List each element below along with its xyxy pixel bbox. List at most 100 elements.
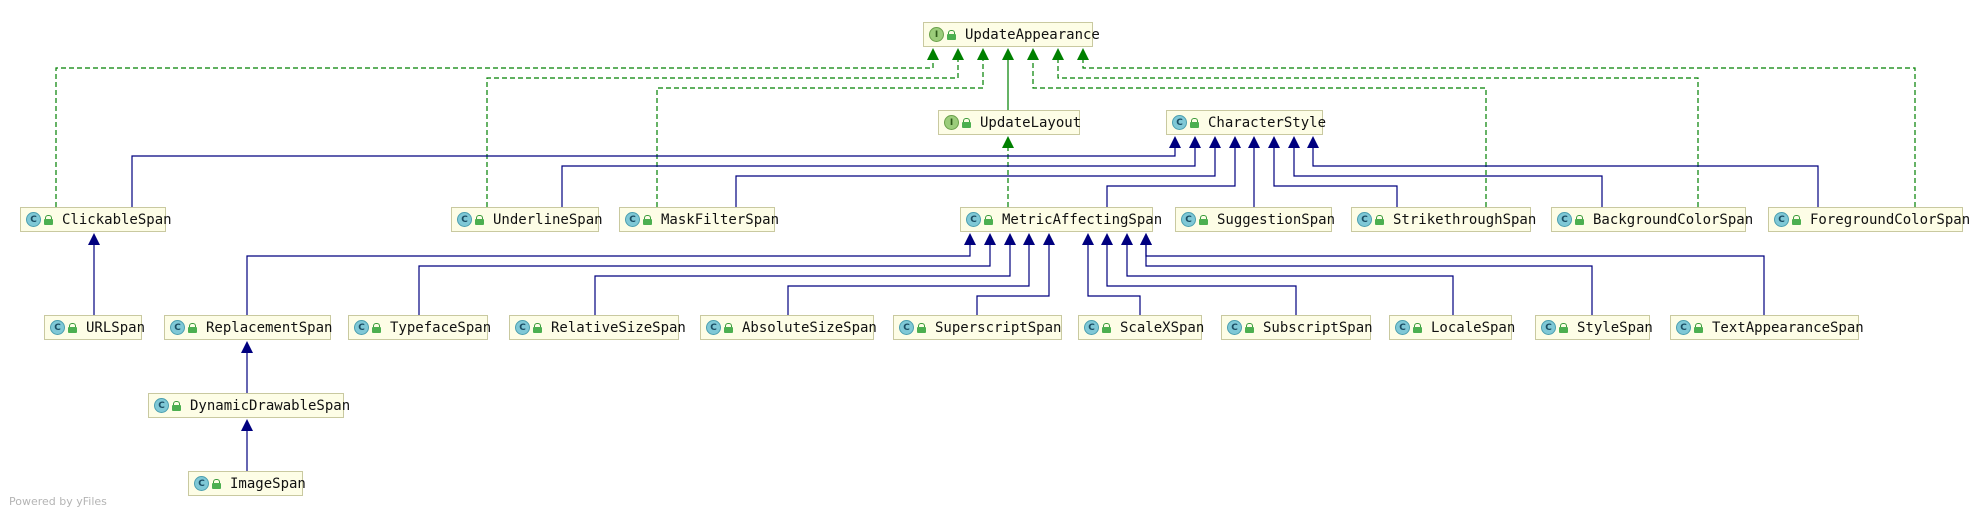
class-icon: C <box>515 320 530 335</box>
public-visibility-icon <box>533 322 542 333</box>
class-icon: C <box>966 212 981 227</box>
arrowhead <box>1248 136 1260 148</box>
class-name-label: SubscriptSpan <box>1263 319 1373 336</box>
edge-relativesizespan-to-metricaffectingspan <box>594 233 1016 315</box>
class-name-label: CharacterStyle <box>1208 114 1327 131</box>
public-visibility-icon <box>212 478 221 489</box>
edge-backgroundcolorspan-to-characterstyle <box>1288 136 1603 207</box>
arrowhead <box>88 233 100 245</box>
arrowhead <box>1121 233 1133 245</box>
class-icon: C <box>1084 320 1099 335</box>
class-name-label: ForegroundColorSpan <box>1810 211 1971 228</box>
arrowhead <box>952 48 964 60</box>
class-name-label: TextAppearanceSpan <box>1712 319 1864 336</box>
class-icon: C <box>50 320 65 335</box>
edge-superscriptspan-to-metricaffectingspan <box>976 233 1055 315</box>
class-name-label: StyleSpan <box>1577 319 1653 336</box>
public-visibility-icon <box>1792 214 1801 225</box>
arrowhead <box>1027 48 1039 60</box>
class-name-label: RelativeSizeSpan <box>551 319 686 336</box>
arrowhead <box>984 233 996 245</box>
edge-replacementspan-to-metricaffectingspan <box>246 233 976 315</box>
arrowhead <box>1023 233 1035 245</box>
edge-stylespan-to-metricaffectingspan <box>1140 233 1593 315</box>
arrowhead <box>1002 136 1014 148</box>
class-icon: C <box>1557 212 1572 227</box>
edge-underlinespan-to-updateappearance <box>486 48 964 207</box>
public-visibility-icon <box>1245 322 1254 333</box>
edge-updatelayout-to-updateappearance <box>1002 48 1014 110</box>
arrowhead <box>1052 48 1064 60</box>
class-icon: C <box>354 320 369 335</box>
class-icon: C <box>154 398 169 413</box>
edge-clickablespan-to-updateappearance <box>55 48 939 207</box>
class-name-label: ReplacementSpan <box>206 319 333 336</box>
edge-maskfilterspan-to-updateappearance <box>656 48 989 207</box>
class-name-label: MetricAffectingSpan <box>1002 211 1163 228</box>
class-node-metric-affecting-span[interactable]: C MetricAffectingSpan <box>960 207 1162 232</box>
arrowhead <box>1189 136 1201 148</box>
edge-strikethroughspan-to-updateappearance <box>1027 48 1487 207</box>
public-visibility-icon <box>724 322 733 333</box>
edge-typefacespan-to-metricaffectingspan <box>418 233 996 315</box>
public-visibility-icon <box>1190 117 1199 128</box>
public-visibility-icon <box>188 322 197 333</box>
arrowhead <box>1077 48 1089 60</box>
edge-backgroundcolorspan-to-updateappearance <box>1052 48 1699 207</box>
edge-metricaffectingspan-to-characterstyle <box>1106 136 1241 207</box>
class-name-label: ImageSpan <box>230 475 306 492</box>
edge-imagespan-to-dynamicdrawablespan <box>241 419 253 471</box>
class-node-relative-size-span[interactable]: C RelativeSizeSpan <box>509 315 686 340</box>
class-icon: C <box>1172 115 1187 130</box>
arrowhead <box>1307 136 1319 148</box>
class-name-label: StrikethroughSpan <box>1393 211 1537 228</box>
public-visibility-icon <box>917 322 926 333</box>
public-visibility-icon <box>1559 322 1568 333</box>
public-visibility-icon <box>1375 214 1384 225</box>
arrowhead <box>1209 136 1221 148</box>
class-name-label: UpdateAppearance <box>965 26 1100 43</box>
public-visibility-icon <box>643 214 652 225</box>
arrowhead <box>1101 233 1113 245</box>
class-icon: C <box>457 212 472 227</box>
edge-textappearancespan-to-metricaffectingspan <box>1140 233 1765 315</box>
class-node-character-style[interactable]: C CharacterStyle <box>1166 110 1327 135</box>
edge-underlinespan-to-characterstyle <box>561 136 1201 207</box>
edge-maskfilterspan-to-characterstyle <box>735 136 1221 207</box>
class-node-update-appearance[interactable]: I UpdateAppearance <box>923 22 1100 47</box>
powered-by-footer: Powered by yFiles <box>9 495 107 508</box>
edge-metricaffectingspan-to-updatelayout <box>1002 136 1014 207</box>
class-name-label: LocaleSpan <box>1431 319 1516 336</box>
class-name-label: UpdateLayout <box>980 114 1082 131</box>
arrowhead <box>927 48 939 60</box>
arrowhead <box>1004 233 1016 245</box>
class-icon: C <box>706 320 721 335</box>
public-visibility-icon <box>1694 322 1703 333</box>
edge-clickablespan-to-characterstyle <box>131 136 1181 207</box>
class-icon: C <box>899 320 914 335</box>
interface-icon: I <box>929 27 944 42</box>
edge-subscriptspan-to-metricaffectingspan <box>1101 233 1297 315</box>
